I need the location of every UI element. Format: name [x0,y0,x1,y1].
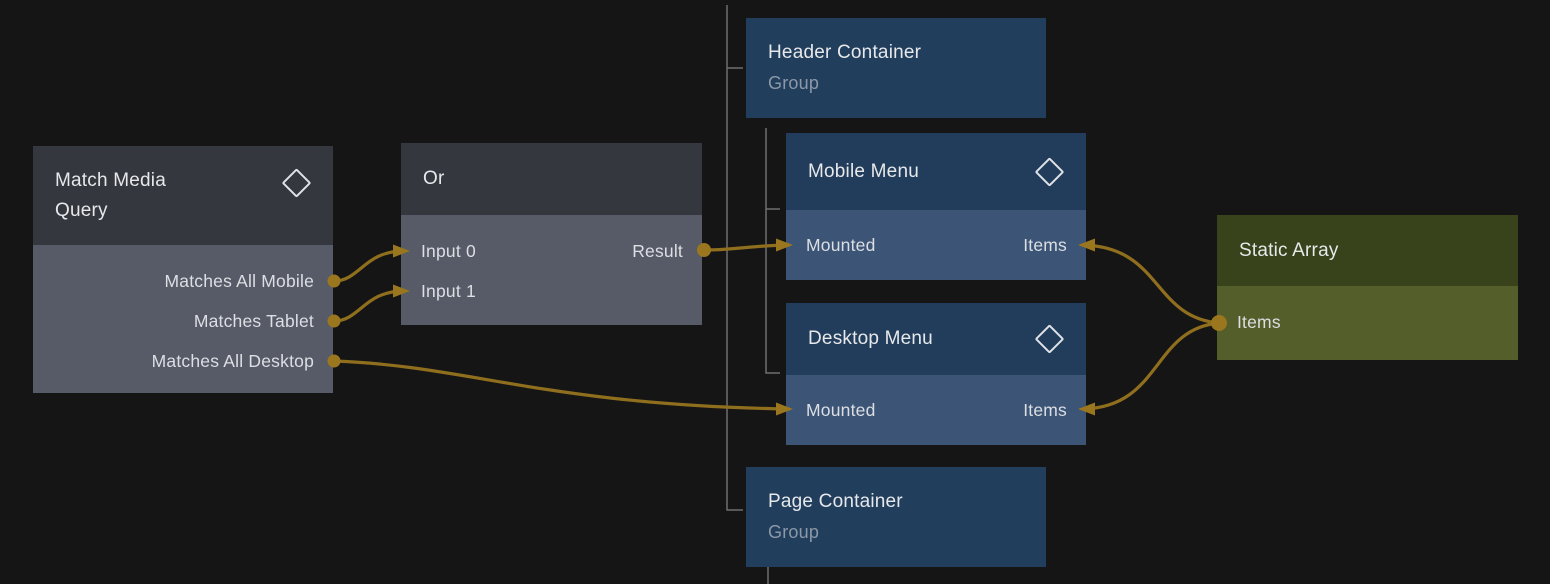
port-row: Matches All Desktop [33,341,333,381]
node-title: Static Array [1239,239,1339,261]
port-row: Mounted Items [786,225,1086,265]
port-matches-all-desktop[interactable]: Matches All Desktop [151,350,314,371]
port-items[interactable]: Items [1023,234,1067,255]
port-mounted[interactable]: Mounted [806,399,876,420]
port-row: Input 0 Result [401,231,702,271]
port-items[interactable]: Items [1023,399,1067,420]
node-subtitle: Group [768,73,820,93]
port-mounted[interactable]: Mounted [806,234,876,255]
port-matches-all-mobile[interactable]: Matches All Mobile [164,270,314,291]
port-matches-tablet[interactable]: Matches Tablet [193,310,314,331]
port-input-1[interactable]: Input 1 [421,280,476,301]
node-subtitle: Group [768,522,820,542]
port-row: Input 1 [401,271,702,311]
node-title: Desktop Menu [808,328,933,349]
port-row: Mounted Items [786,390,1086,430]
node-title: Or [423,168,445,189]
node-title: Header Container [768,42,922,63]
port-row: Items [1217,302,1518,342]
diamond-icon [1034,324,1065,354]
port-row: Matches All Mobile [33,261,333,301]
diamond-icon [281,168,312,198]
node-title: Page Container [768,491,903,512]
port-row: Matches Tablet [33,301,333,341]
node-title: Match Media Query [55,169,166,221]
port-input-0[interactable]: Input 0 [421,240,476,261]
port-items[interactable]: Items [1237,311,1281,332]
port-result[interactable]: Result [632,240,683,261]
node-title: Mobile Menu [808,160,919,182]
diamond-icon [1034,156,1065,187]
